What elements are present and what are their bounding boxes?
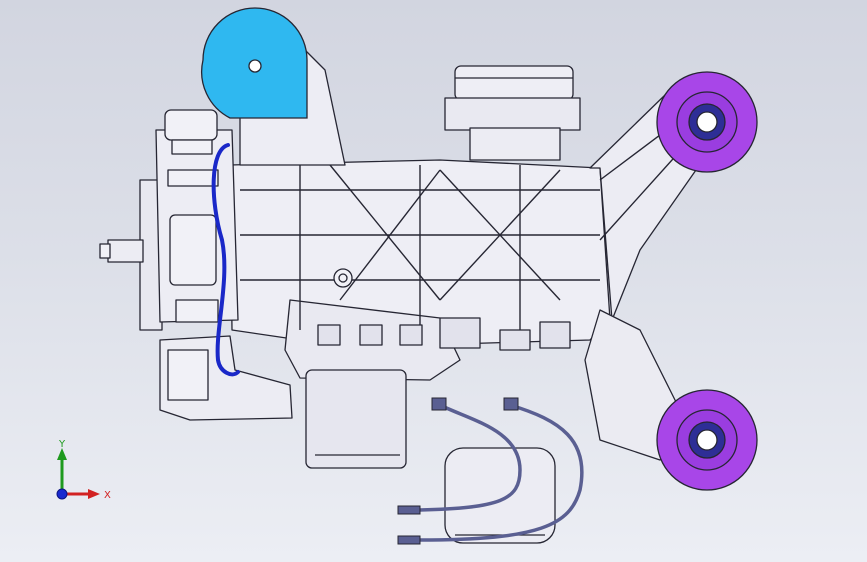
triad-y-arrow: [57, 448, 67, 490]
lower-gearbox-cap: [305, 369, 407, 469]
upper-cylinder: [454, 65, 574, 101]
pipe-lines: [418, 403, 584, 542]
blue-hose: [211, 143, 240, 377]
triad-z-origin: [56, 488, 68, 500]
left-shaft: [107, 239, 144, 263]
reference-triad: Y X: [56, 439, 111, 501]
top-pulley: [201, 7, 308, 119]
pulley-right-upper: [656, 71, 758, 173]
pulley-right-lower: [656, 389, 758, 491]
triad-x-arrow: [62, 489, 100, 499]
bottom-pipe-cylinder: [444, 447, 556, 544]
triad-y-label: Y: [58, 439, 66, 450]
triad-x-label: X: [104, 490, 111, 501]
